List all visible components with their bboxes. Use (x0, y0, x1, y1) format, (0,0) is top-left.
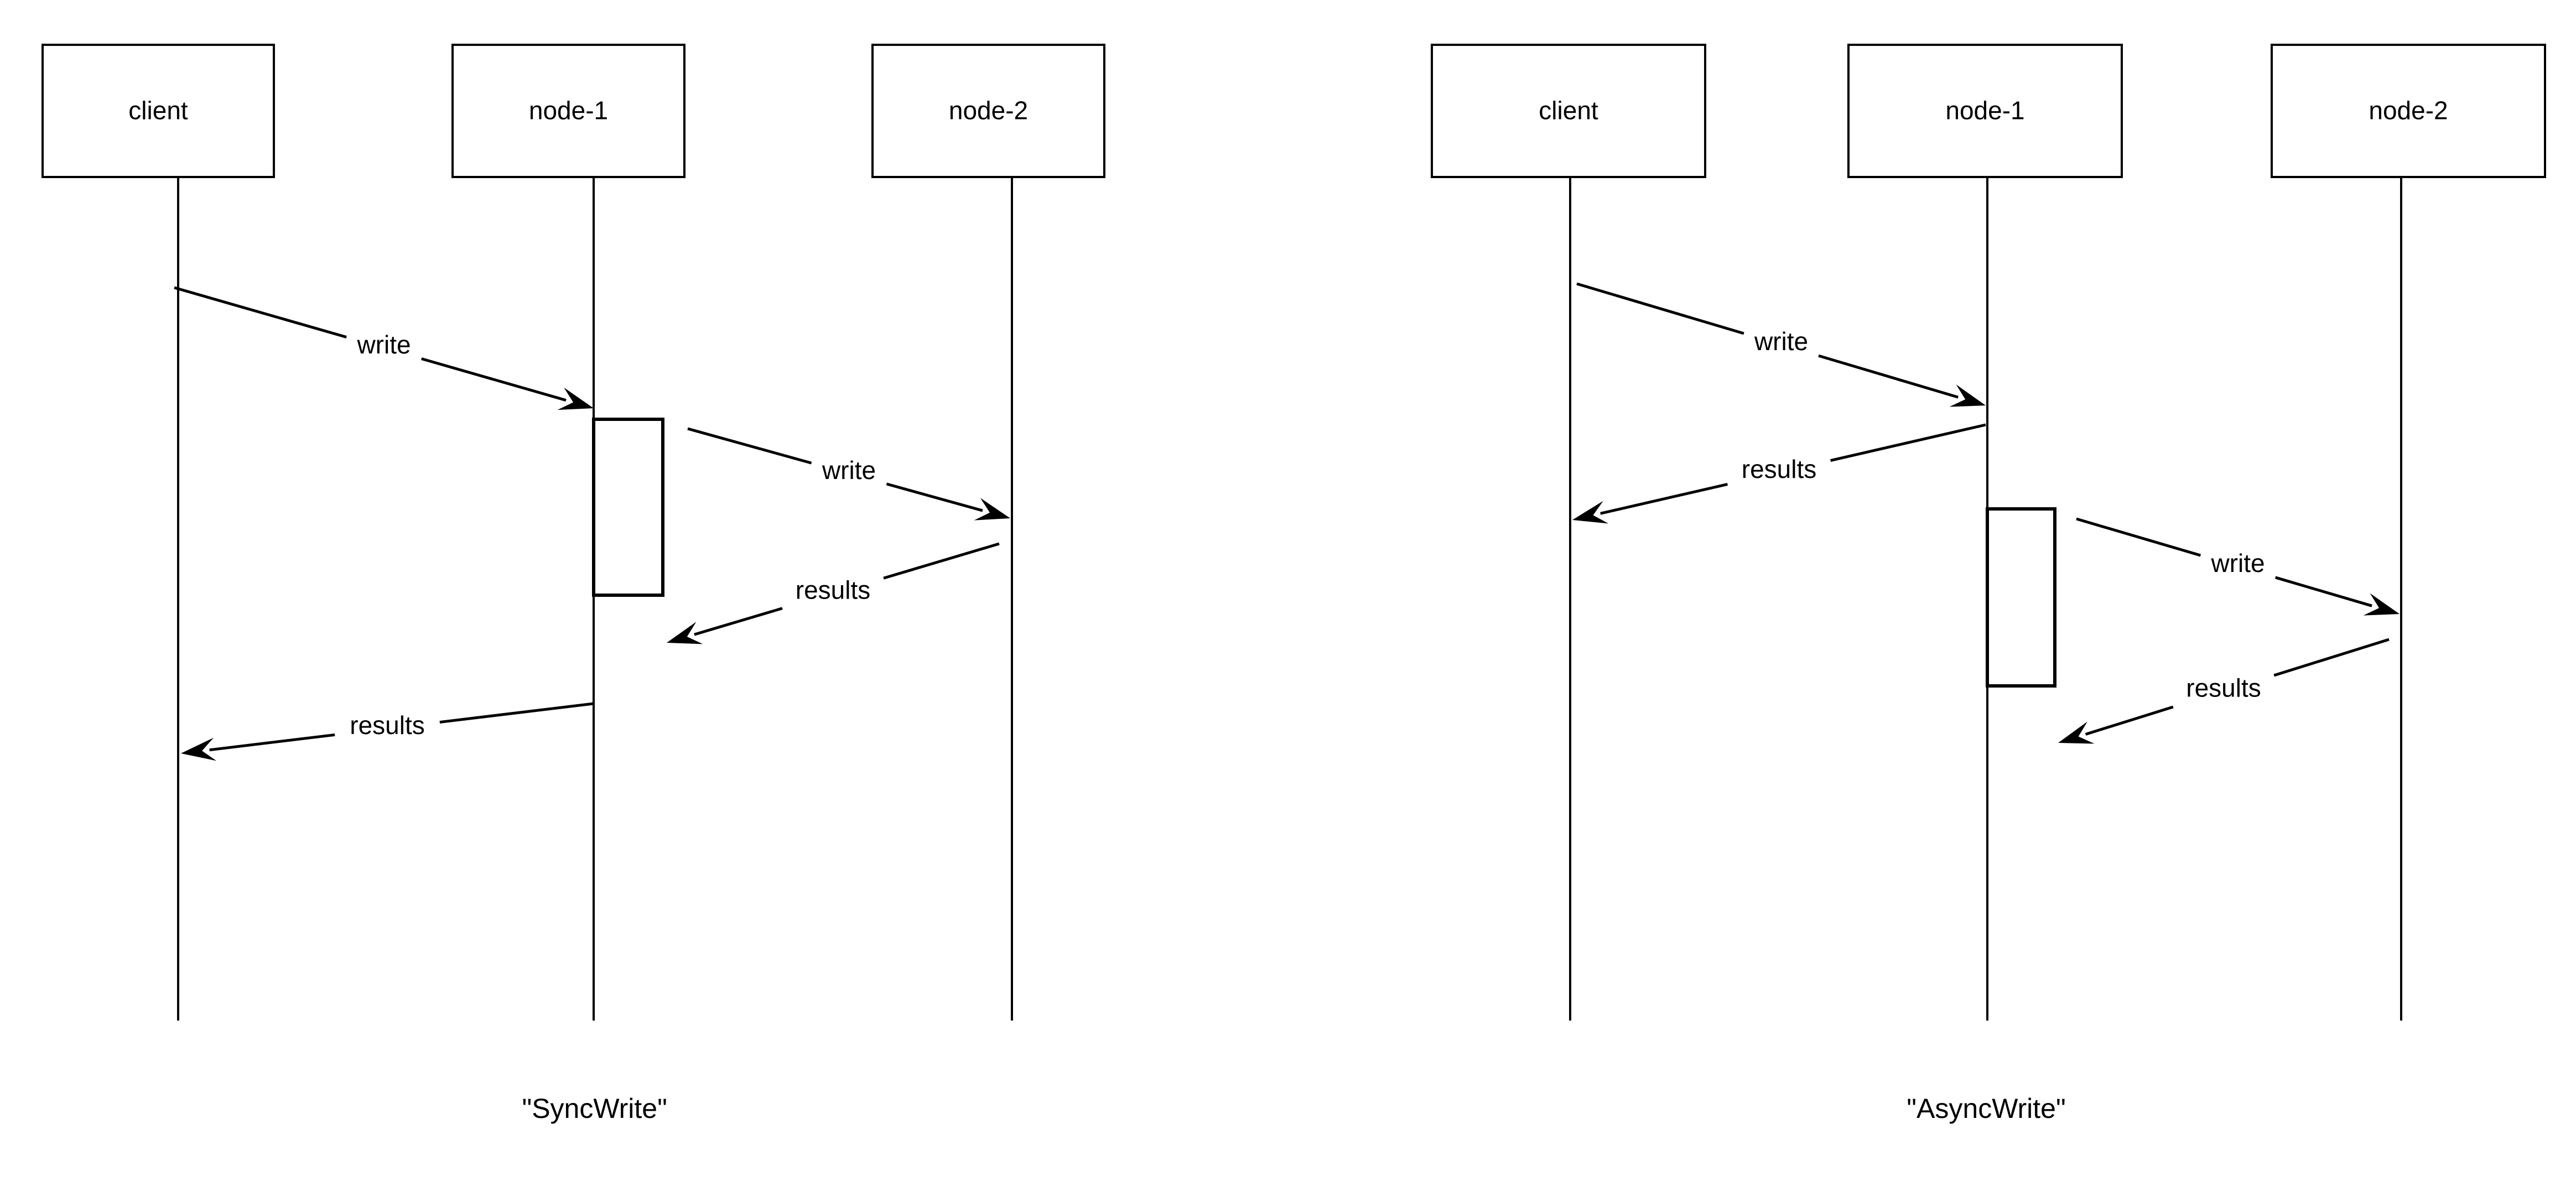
message-line-sync-0-b (421, 357, 567, 402)
participant-label-sync-client: client (128, 96, 188, 125)
message-line-async-0-a (1576, 282, 1744, 335)
message-line-sync-1-b (886, 482, 983, 512)
message-arrowhead-async-2 (2363, 593, 2400, 616)
message-line-async-3-a (2273, 638, 2390, 677)
message-line-sync-0-a (174, 286, 347, 339)
message-line-sync-3-a (439, 702, 594, 724)
participant-label-async-client: client (1539, 96, 1598, 125)
message-line-sync-3-b (209, 733, 335, 752)
message-line-async-3-b (2085, 705, 2174, 736)
message-arrowhead-sync-3 (181, 737, 217, 761)
participant-box-async-client[interactable] (1431, 44, 1706, 178)
message-line-async-1-b (1600, 482, 1728, 515)
participant-box-sync-node-2[interactable] (871, 44, 1105, 178)
message-line-async-0-b (1818, 354, 1959, 399)
participant-label-sync-node-2: node-2 (949, 96, 1028, 125)
message-line-async-1-a (1830, 423, 1986, 462)
activation-box-async-node-1-0 (1986, 507, 2056, 688)
message-line-sync-2-a (883, 542, 1000, 580)
message-label-sync-2: results (796, 576, 870, 605)
message-line-async-2-b (2274, 576, 2372, 607)
diagram-caption-sync: "SyncWrite" (522, 1093, 667, 1124)
message-line-sync-1-a (687, 427, 812, 465)
message-arrowhead-sync-0 (557, 387, 594, 410)
message-arrowhead-sync-2 (667, 622, 703, 644)
participant-box-async-node-2[interactable] (2271, 44, 2546, 178)
diagram-panel-sync: client node-1 node-2 write write results resul… (41, 44, 1105, 1124)
message-arrowhead-async-0 (1949, 384, 1986, 407)
participant-box-async-node-1[interactable] (1847, 44, 2123, 178)
message-label-async-2: write (2210, 549, 2265, 577)
participant-box-sync-client[interactable] (41, 44, 275, 178)
participant-label-sync-node-1: node-1 (529, 96, 608, 125)
diagram-panel-async: client node-1 node-2 write results write resul… (1431, 44, 2546, 1124)
message-label-async-1: results (1742, 455, 1816, 483)
participant-label-async-node-1: node-1 (1945, 96, 2024, 125)
participant-box-sync-node-1[interactable] (451, 44, 685, 178)
message-label-async-3: results (2186, 674, 2261, 702)
diagram-caption-async: "AsyncWrite" (1907, 1093, 2065, 1124)
message-arrowhead-sync-1 (974, 498, 1010, 521)
message-arrowhead-async-1 (1572, 501, 1609, 524)
message-label-sync-0: write (356, 330, 411, 359)
activation-box-sync-node-1-0 (592, 418, 664, 597)
participant-label-async-node-2: node-2 (2369, 96, 2448, 125)
message-arrowhead-async-3 (2058, 721, 2095, 744)
message-line-async-2-a (2076, 517, 2201, 557)
message-label-sync-3: results (350, 711, 424, 740)
message-label-sync-1: write (822, 456, 876, 485)
message-line-sync-2-b (694, 607, 783, 636)
message-label-async-0: write (1754, 327, 1808, 356)
